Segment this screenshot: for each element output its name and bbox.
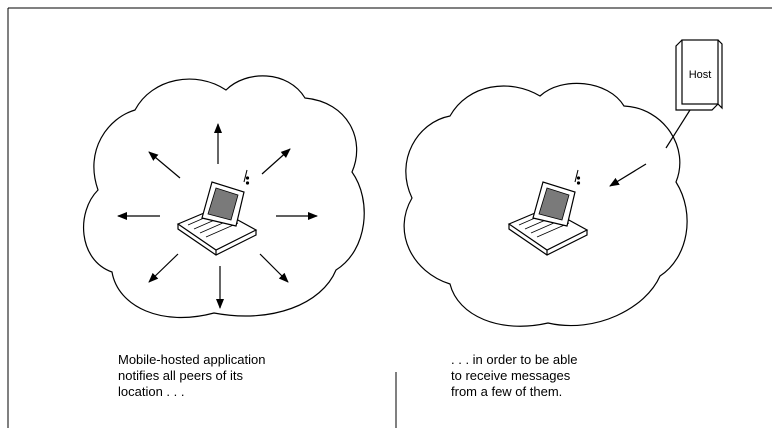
arrow-icon [148, 151, 181, 179]
antenna-icon [574, 169, 581, 185]
arrow-icon [148, 253, 179, 283]
caption-line: from a few of them. [451, 384, 563, 399]
arrow-icon [609, 163, 647, 187]
caption-line: . . . in order to be able [451, 352, 578, 367]
arrow-icon [259, 253, 289, 283]
host-label: Host [689, 69, 712, 81]
caption-line: to receive messages [451, 368, 571, 383]
caption-line: Mobile-hosted application [118, 352, 266, 367]
caption-left: Mobile-hosted application notifies all p… [118, 352, 265, 400]
caption-right: . . . in order to be able to receive mes… [451, 352, 577, 400]
host-connection-line [665, 109, 691, 149]
antenna-icon [243, 169, 250, 185]
caption-line: location . . . [118, 384, 185, 399]
host-computer-icon: Host [675, 39, 723, 111]
arrow-icon [261, 148, 291, 175]
caption-line: notifies all peers of its [118, 368, 244, 383]
